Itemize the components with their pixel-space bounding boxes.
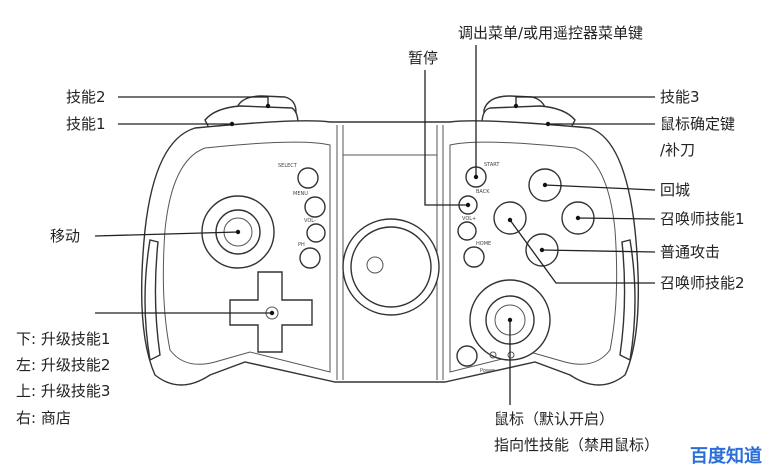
select-label: SELECT — [278, 163, 298, 169]
vol-minus-button — [306, 223, 326, 243]
power-button — [456, 345, 478, 367]
label-dpad-up: 上: 升级技能3 — [16, 382, 110, 400]
watermark-logo: 百度知道 — [690, 445, 762, 467]
ph-label: PH — [298, 242, 305, 248]
label-summoner2: 召唤师技能2 — [660, 274, 745, 292]
home-label: HOME — [476, 241, 491, 247]
left-grip — [144, 239, 161, 362]
left-grip-panel — [162, 141, 331, 373]
start-label: START — [484, 162, 500, 168]
label-mouse-default: 鼠标（默认开启） — [494, 410, 614, 428]
ph-button — [299, 247, 321, 269]
led-1 — [489, 351, 497, 359]
label-dpad-down: 下: 升级技能1 — [16, 330, 110, 348]
back-label: BACK — [476, 189, 490, 195]
label-skill2: 技能2 — [66, 88, 106, 106]
label-move: 移动 — [50, 227, 80, 245]
menu-button — [304, 196, 326, 218]
label-directional-skill: 指向性技能（禁用鼠标） — [494, 436, 659, 454]
label-dpad-right: 右: 商店 — [16, 409, 71, 427]
menu-label: MENU — [293, 191, 308, 197]
label-last-hit: /补刀 — [660, 141, 695, 159]
led-2 — [507, 351, 515, 359]
label-summoner1: 召唤师技能1 — [660, 210, 745, 228]
label-skill1: 技能1 — [66, 115, 106, 133]
center-logo — [350, 226, 432, 308]
vol-plus-button — [457, 221, 477, 241]
select-button — [297, 167, 319, 189]
vol-minus-label: VOL- — [304, 218, 316, 224]
label-mouse-confirm: 鼠标确定键 — [660, 115, 735, 133]
leader-lines — [94, 45, 656, 405]
label-menu-key: 调出菜单/或用遥控器菜单键 — [458, 24, 643, 42]
label-recall: 回城 — [660, 181, 690, 199]
right-grip-panel — [449, 141, 618, 373]
logo-mascot-icon — [366, 256, 384, 274]
home-button — [463, 246, 485, 268]
power-label: Power — [480, 368, 496, 374]
label-dpad-left: 左: 升级技能2 — [16, 356, 110, 374]
vol-plus-label: VOL+ — [462, 216, 476, 222]
right-grip — [619, 239, 636, 362]
label-basic-attack: 普通攻击 — [660, 243, 720, 261]
label-pause: 暂停 — [408, 49, 438, 67]
label-skill3: 技能3 — [660, 88, 700, 106]
